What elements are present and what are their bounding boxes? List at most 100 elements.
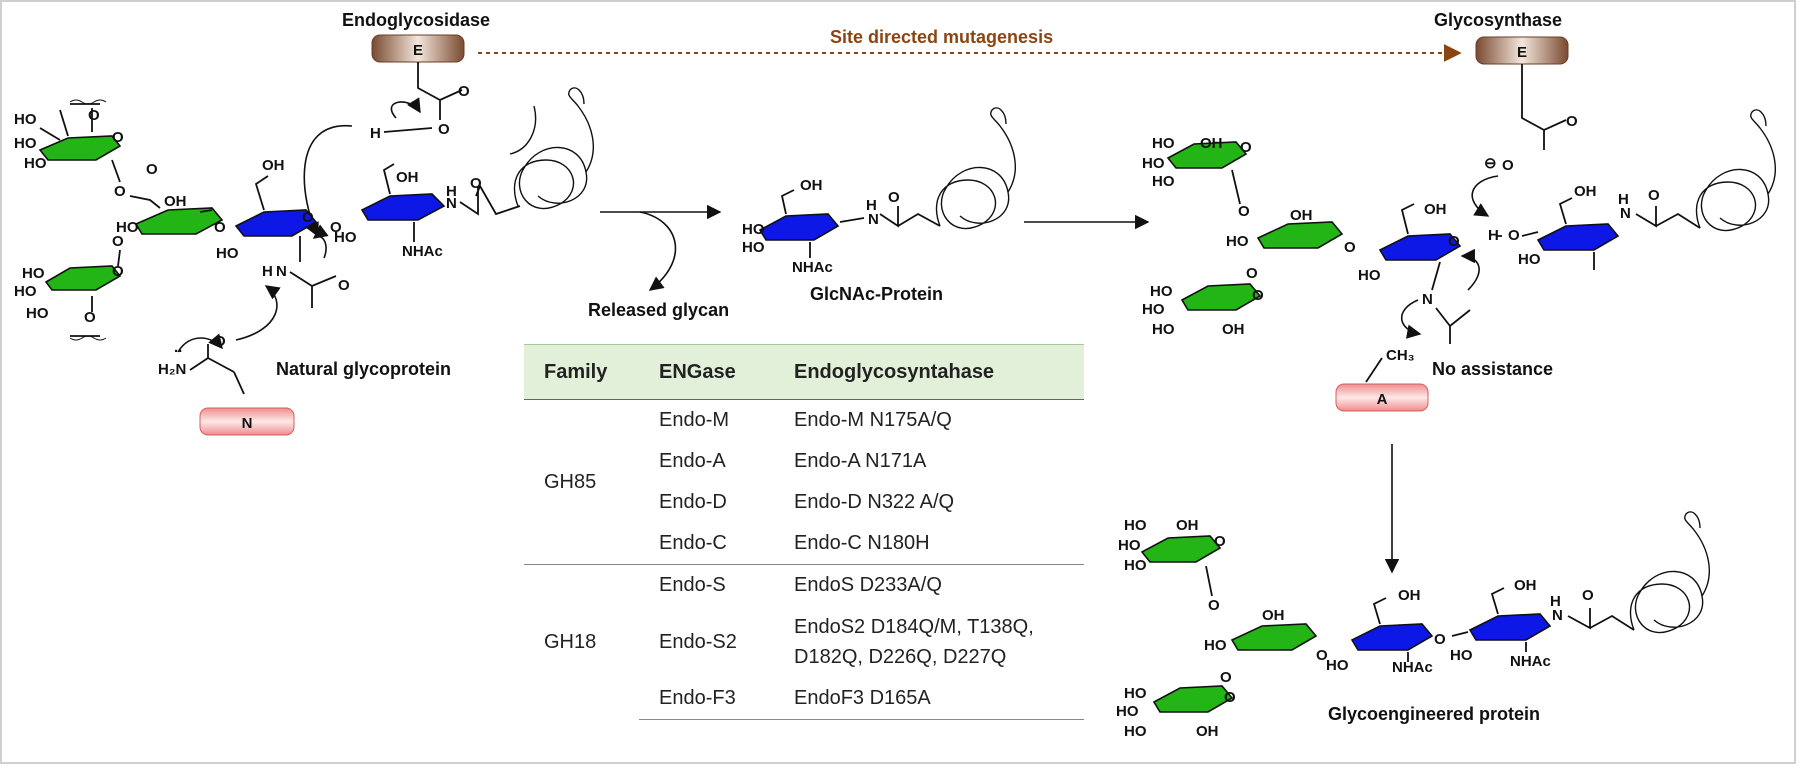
svg-text:HO: HO: [1358, 267, 1381, 284]
svg-text:E: E: [413, 42, 423, 59]
svg-text:HO: HO: [1124, 685, 1147, 702]
svg-text:H: H: [1550, 593, 1561, 610]
engase-table: Family ENGase Endoglycosyntahase GH85 En…: [524, 344, 1084, 720]
svg-text:HO: HO: [22, 265, 45, 282]
svg-text:OH: OH: [1222, 321, 1245, 338]
svg-text:O: O: [1252, 287, 1264, 304]
svg-text:H: H: [262, 263, 273, 280]
mutant-cell: Endo-C N180H: [794, 532, 930, 554]
svg-text:CH₃: CH₃: [1386, 347, 1415, 364]
no-assistance-label: No assistance: [1432, 359, 1553, 379]
svg-text:NHAc: NHAc: [402, 243, 443, 260]
engase-cell: Endo-A: [659, 450, 726, 472]
svg-text:HO: HO: [742, 239, 765, 256]
table-header-row: Family ENGase Endoglycosyntahase: [524, 344, 1084, 400]
svg-text:OH: OH: [1176, 517, 1199, 534]
svg-text:OH: OH: [262, 157, 285, 174]
svg-text:HO: HO: [1150, 283, 1173, 300]
svg-text:O: O: [114, 183, 126, 200]
svg-text:OH: OH: [396, 169, 419, 186]
column-header-endoglycosyntahase: Endoglycosyntahase: [774, 344, 1084, 400]
svg-text:O: O: [458, 83, 470, 100]
svg-text:O: O: [84, 309, 96, 326]
svg-text:O: O: [470, 175, 482, 192]
svg-text:HO: HO: [1116, 703, 1139, 720]
svg-text:O: O: [146, 161, 158, 178]
svg-text:HO: HO: [1204, 637, 1227, 654]
svg-text:HO: HO: [1124, 557, 1147, 574]
mutant-cell: EndoS2 D184Q/M, T138Q, D182Q, D226Q, D22…: [794, 616, 1034, 668]
svg-text:HO: HO: [26, 305, 49, 322]
column-header-family: Family: [524, 344, 639, 400]
svg-text:A: A: [1377, 391, 1388, 408]
engase-cell: Endo-S: [639, 564, 774, 606]
svg-text:HO: HO: [24, 155, 47, 172]
svg-text:H: H: [446, 183, 457, 200]
mutant-cell: Endo-M N175A/Q: [794, 409, 952, 431]
svg-text:HO: HO: [1152, 321, 1175, 338]
residue-e-right: E: [1475, 36, 1569, 65]
svg-text:NHAc: NHAc: [1392, 659, 1433, 676]
glycosynthase-mechanism-structure: O ⊖ O HO HO HO OH O O HO OH O O HO HO HO…: [1142, 64, 1776, 383]
mutant-cell: EndoF3 D165A: [774, 678, 1084, 720]
svg-text:O: O: [1240, 139, 1252, 156]
mutant-cell: Endo-A N171A: [794, 450, 927, 472]
svg-text:HO: HO: [1118, 537, 1141, 554]
svg-text:O: O: [438, 121, 450, 138]
table-row: GH18 Endo-S EndoS D233A/Q: [524, 564, 1084, 720]
svg-text:NHAc: NHAc: [1510, 653, 1551, 670]
svg-text:⊖: ⊖: [1484, 155, 1497, 172]
svg-text:H: H: [1618, 191, 1629, 208]
svg-text:O: O: [1566, 113, 1578, 130]
svg-text:OH: OH: [164, 193, 187, 210]
engase-cell: Endo-F3: [639, 678, 774, 720]
svg-text:HO: HO: [14, 135, 37, 152]
svg-text:HO: HO: [216, 245, 239, 262]
glycoengineered-protein-structure: HO HO HO OH O O HO OH O O HO HO HO OH O …: [1116, 511, 1710, 740]
svg-text:OH: OH: [1424, 201, 1447, 218]
svg-text:NHAc: NHAc: [792, 259, 833, 276]
table-row: Endo-A Endo-A N171A: [524, 441, 1084, 482]
svg-text:O: O: [88, 107, 100, 124]
table-row: Endo-C Endo-C N180H: [524, 523, 1084, 565]
svg-text:HO: HO: [116, 219, 139, 236]
mutant-cell: Endo-D N322 A/Q: [794, 491, 955, 513]
svg-text:O: O: [888, 189, 900, 206]
glycosynthase-label: Glycosynthase: [1434, 10, 1562, 30]
svg-text:O: O: [302, 209, 314, 226]
mutant-cell: EndoS D233A/Q: [774, 564, 1084, 606]
svg-text:H: H: [866, 197, 877, 214]
site-directed-mutagenesis-label: Site directed mutagenesis: [830, 27, 1053, 47]
svg-text:HO: HO: [1142, 301, 1165, 318]
residue-e-left: E: [371, 34, 465, 63]
svg-text:OH: OH: [800, 177, 823, 194]
svg-text:OH: OH: [1262, 607, 1285, 624]
svg-text:O: O: [112, 233, 124, 250]
svg-text:HO: HO: [1326, 657, 1349, 674]
family-cell: GH85: [544, 470, 597, 493]
svg-text:O: O: [338, 277, 350, 294]
svg-text:HO: HO: [1124, 723, 1147, 740]
svg-text:H₂N: H₂N: [158, 361, 186, 378]
table-row: Endo-D Endo-D N322 A/Q: [524, 482, 1084, 523]
svg-text:N: N: [446, 195, 457, 212]
svg-text:O: O: [1246, 265, 1258, 282]
svg-text:OH: OH: [1574, 183, 1597, 200]
svg-text:O: O: [1316, 647, 1328, 664]
svg-text:H: H: [1488, 227, 1499, 244]
glcnac-protein-label: GlcNAc-Protein: [810, 284, 943, 304]
glcnac-protein-structure: OH HO HO NHAc N H O: [742, 107, 1016, 276]
svg-text:HO: HO: [1518, 251, 1541, 268]
engase-cell: Endo-C: [659, 532, 727, 554]
svg-text:HO: HO: [1142, 155, 1165, 172]
released-glycan-label: Released glycan: [588, 300, 729, 320]
svg-text:OH: OH: [1514, 577, 1537, 594]
natural-glycoprotein-structure: O O H HO HO HO O O O HO HO HO O O O HO O…: [14, 62, 594, 395]
svg-text:HO: HO: [14, 111, 37, 128]
svg-text:..: ..: [174, 339, 182, 356]
svg-text:OH: OH: [1196, 723, 1219, 740]
glycoengineered-protein-label: Glycoengineered protein: [1328, 704, 1540, 724]
svg-text:HO: HO: [334, 229, 357, 246]
svg-text:O: O: [1214, 533, 1226, 550]
